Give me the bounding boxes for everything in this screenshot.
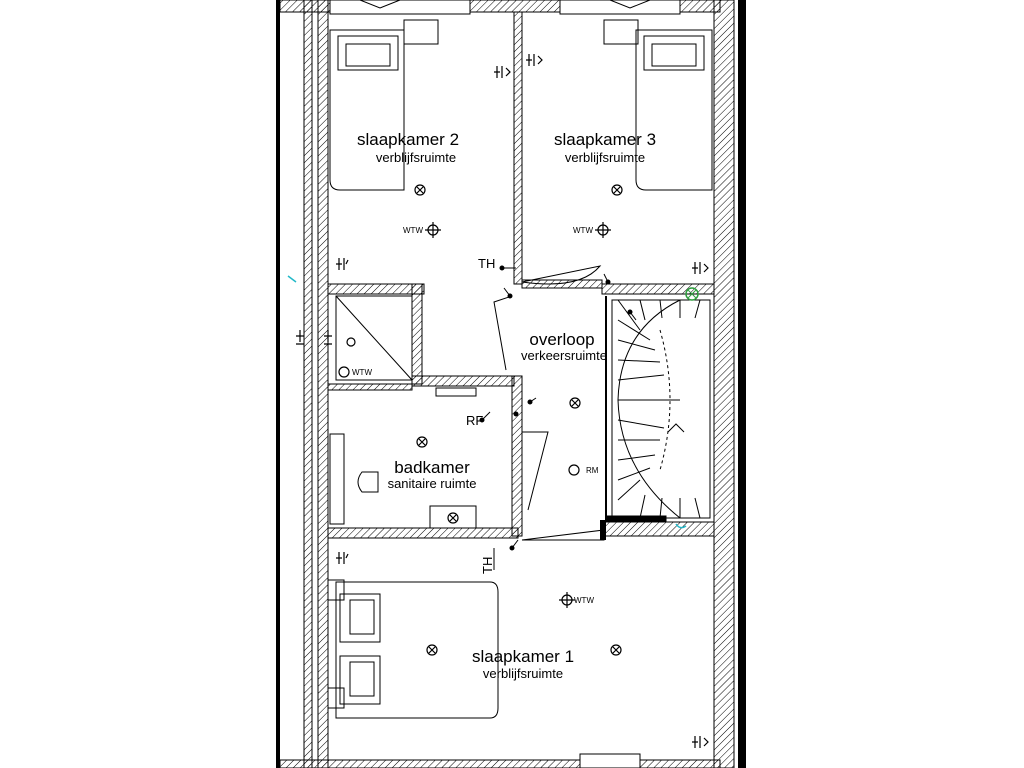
switch-symbols [479, 265, 637, 570]
ceiling-light-icon [447, 512, 459, 524]
wtw-valves [338, 222, 611, 608]
bathroom-walls [327, 283, 523, 539]
ceiling-light-icon [426, 644, 438, 656]
bedroom3-name: slaapkamer 3 [554, 130, 656, 149]
cyan-accent-left [287, 275, 297, 283]
ceiling-light-icon [610, 644, 622, 656]
top-wall [279, 0, 721, 15]
bathroom-fixtures [329, 295, 477, 529]
bed-bedroom1 [327, 579, 499, 719]
facade-wall-right [713, 0, 746, 768]
ceiling-light-icon [569, 397, 581, 409]
ventilation-valve-mark [687, 289, 697, 299]
wtw-label-bed1: WTW [574, 596, 594, 605]
bed-bedroom2 [329, 19, 439, 191]
bedroom2-type: verblijfsruimte [376, 150, 456, 165]
wtw-valve-icon [595, 222, 611, 238]
bathroom-type: sanitaire ruimte [388, 476, 477, 491]
extract-point-icon [346, 337, 356, 347]
wtw-label-bath: WTW [352, 368, 372, 377]
landing-walls [521, 279, 715, 540]
wtw-valve-icon [425, 222, 441, 238]
bedroom2-name: slaapkamer 2 [357, 130, 459, 149]
bedroom3-type: verblijfsruimte [565, 150, 645, 165]
wtw-label-bed2: WTW [403, 226, 423, 235]
wtw-label-bed3: WTW [573, 226, 593, 235]
wtw-valve-bath-icon [338, 366, 350, 378]
ceiling-light-icon [611, 184, 623, 196]
smoke-detector-icon [568, 464, 580, 476]
bathroom-name: badkamer [394, 458, 470, 477]
landing-name: overloop [529, 330, 594, 349]
bedroom1-type: verblijfsruimte [483, 666, 563, 681]
wtw-valve-icon [559, 592, 575, 608]
landing-type: verkeersruimte [521, 348, 607, 363]
bedroom1-name: slaapkamer 1 [472, 647, 574, 666]
doors [493, 265, 605, 541]
cyan-accent [675, 523, 687, 529]
party-wall-left [276, 0, 329, 768]
rm-label: RM [586, 466, 599, 475]
wall-outlets [296, 54, 709, 748]
ceiling-light-icon [416, 436, 428, 448]
rf-label: RF [466, 413, 483, 428]
bottom-wall [279, 753, 721, 768]
wall-bed2-bed3 [513, 11, 523, 285]
th-label-bed2: TH [478, 256, 495, 271]
ceiling-light-icon [414, 184, 426, 196]
bed-bedroom3 [603, 19, 713, 191]
staircase [605, 299, 711, 523]
ventilation-valve-icon [685, 287, 699, 301]
light-fixtures [414, 184, 623, 656]
th-label-bed1: TH [480, 557, 495, 574]
